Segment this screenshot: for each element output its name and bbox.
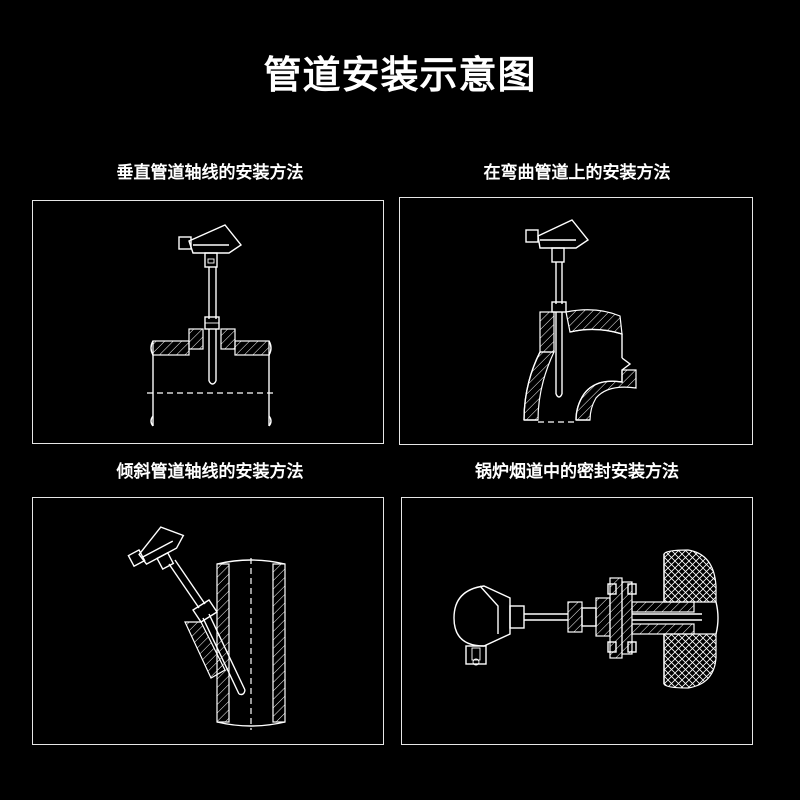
caption-vertical: 垂直管道轴线的安装方法 <box>116 163 304 183</box>
panel-flue-installation <box>401 497 753 745</box>
page-title: 管道安装示意图 <box>263 53 537 97</box>
thermocouple-head <box>453 585 525 666</box>
elbow-pipe <box>523 309 637 423</box>
caption-inclined: 倾斜管道轴线的安装方法 <box>116 462 304 482</box>
flue-installation-diagram <box>453 549 719 689</box>
thermocouple-head <box>127 526 185 571</box>
caption-flue: 锅炉烟道中的密封安装方法 <box>475 462 679 482</box>
thermocouple-head <box>178 224 243 268</box>
panel-vertical-installation <box>32 200 384 444</box>
flange <box>607 577 637 659</box>
panel-elbow-installation <box>399 197 753 445</box>
elbow-installation-diagram <box>523 219 637 423</box>
pipe-wall <box>147 340 275 427</box>
flue-wall <box>663 549 719 689</box>
thermocouple-head <box>525 219 590 263</box>
panel-inclined-installation <box>32 497 384 745</box>
vertical-installation-diagram <box>147 224 275 427</box>
inclined-installation-diagram <box>127 526 286 730</box>
pipe-wall <box>216 558 286 730</box>
caption-elbow: 在弯曲管道上的安装方法 <box>483 163 671 183</box>
